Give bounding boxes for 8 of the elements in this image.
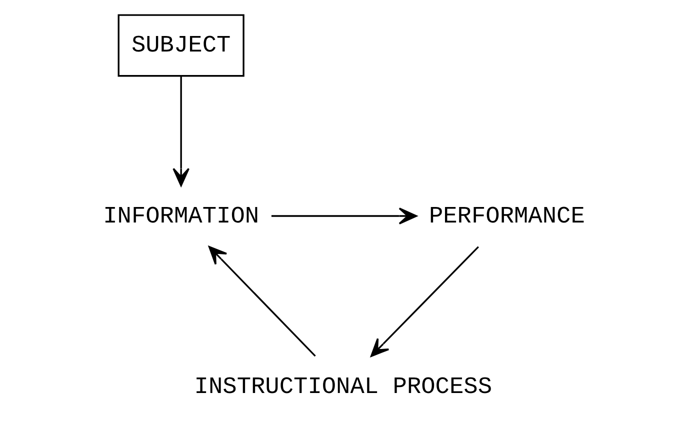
arrow: [172, 76, 190, 186]
node-text: INFORMATION: [103, 203, 260, 230]
node-text: INSTRUCTIONAL PROCESS: [194, 374, 492, 401]
node-box: SUBJECT: [118, 14, 244, 77]
arrow: [208, 246, 316, 357]
arrow: [370, 246, 479, 357]
node-text: PERFORMANCE: [428, 203, 585, 230]
arrow: [271, 208, 418, 224]
